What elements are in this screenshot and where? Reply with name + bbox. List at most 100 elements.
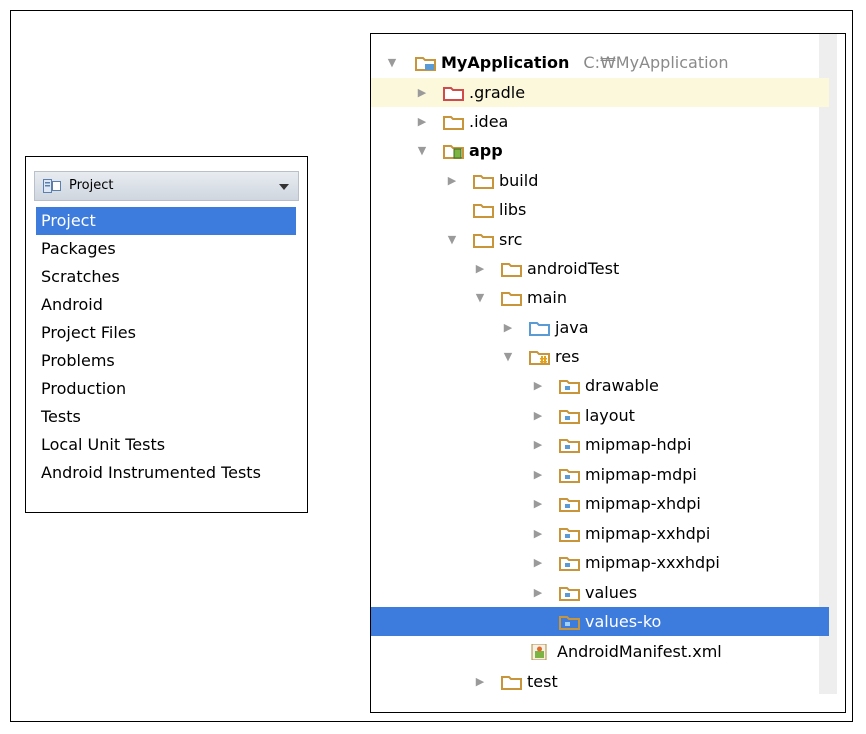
folder-icon	[559, 557, 580, 571]
tree-item-java[interactable]: ▶ java	[371, 313, 829, 342]
view-mode-option-tests[interactable]: Tests	[41, 407, 81, 426]
view-mode-option-project[interactable]: Project	[36, 207, 296, 235]
view-mode-option-problems[interactable]: Problems	[41, 351, 115, 370]
tree-item-androidmanifest[interactable]: AndroidManifest.xml	[371, 637, 829, 666]
collapsed-arrow-icon[interactable]: ▶	[417, 115, 427, 128]
tree-item-res[interactable]: ▼ res	[371, 342, 829, 371]
folder-icon	[559, 469, 580, 483]
tree-item-label: .idea	[469, 112, 509, 131]
tree-item-drawable[interactable]: ▶ drawable	[371, 371, 829, 400]
resource-folder-icon	[529, 351, 550, 365]
tree-item-label: drawable	[585, 376, 659, 395]
folder-icon	[473, 204, 494, 218]
tree-item-label: mipmap-xxxhdpi	[585, 553, 720, 572]
tree-item-values-ko[interactable]: values-ko	[371, 607, 829, 636]
folder-icon	[559, 498, 580, 512]
folder-icon	[559, 587, 580, 601]
view-mode-list: Project Packages Scratches Android Proje…	[36, 207, 296, 487]
view-mode-selector[interactable]: Project	[34, 171, 299, 201]
view-mode-dropdown-panel: Project Project Packages Scratches Andro…	[25, 156, 308, 513]
collapsed-arrow-icon[interactable]: ▶	[533, 379, 543, 392]
tree-item-src[interactable]: ▼ src	[371, 225, 829, 254]
tree-item-mipmap-xxhdpi[interactable]: ▶ mipmap-xxhdpi	[371, 519, 829, 548]
expanded-arrow-icon[interactable]: ▼	[387, 56, 397, 69]
expanded-arrow-icon[interactable]: ▼	[447, 233, 457, 246]
tree-item-label: build	[499, 171, 539, 190]
folder-icon	[559, 528, 580, 542]
collapsed-arrow-icon[interactable]: ▶	[417, 86, 427, 99]
tree-item-label: mipmap-xxhdpi	[585, 524, 711, 543]
tree-item-label: mipmap-xhdpi	[585, 494, 701, 513]
tree-item-label: app	[469, 141, 503, 160]
tree-item-label: libs	[499, 200, 527, 219]
chevron-down-icon[interactable]	[279, 184, 289, 190]
tree-item-idea[interactable]: ▶ .idea	[371, 107, 829, 136]
collapsed-arrow-icon[interactable]: ▶	[533, 438, 543, 451]
folder-icon	[443, 116, 464, 130]
expanded-arrow-icon[interactable]: ▼	[475, 291, 485, 304]
folder-icon	[559, 616, 580, 630]
tree-item-label: AndroidManifest.xml	[557, 642, 722, 661]
vertical-scrollbar[interactable]	[819, 34, 837, 694]
tree-item-label: mipmap-hdpi	[585, 435, 692, 454]
folder-icon	[443, 87, 464, 101]
module-folder-icon	[415, 57, 436, 71]
folder-icon	[473, 234, 494, 248]
folder-icon	[501, 292, 522, 306]
project-view-icon	[43, 179, 61, 193]
tree-item-test[interactable]: ▶ test	[371, 667, 829, 696]
expanded-arrow-icon[interactable]: ▼	[503, 350, 513, 363]
tree-item-label: .gradle	[469, 83, 526, 102]
tree-item-gradle[interactable]: ▶ .gradle	[371, 78, 829, 107]
view-mode-option-local-unit-tests[interactable]: Local Unit Tests	[41, 435, 166, 454]
tree-item-libs[interactable]: libs	[371, 195, 829, 224]
tree-item-label: mipmap-mdpi	[585, 465, 697, 484]
tree-item-label: values-ko	[585, 612, 662, 631]
tree-item-app[interactable]: ▼ app	[371, 136, 829, 165]
tree-item-mipmap-hdpi[interactable]: ▶ mipmap-hdpi	[371, 430, 829, 459]
collapsed-arrow-icon[interactable]: ▶	[533, 409, 543, 422]
tree-item-label: src	[499, 230, 523, 249]
collapsed-arrow-icon[interactable]: ▶	[475, 262, 485, 275]
collapsed-arrow-icon[interactable]: ▶	[447, 174, 457, 187]
root-path: C:₩MyApplication	[583, 53, 729, 72]
collapsed-arrow-icon[interactable]: ▶	[533, 468, 543, 481]
collapsed-arrow-icon[interactable]: ▶	[533, 586, 543, 599]
android-module-icon	[443, 145, 464, 159]
tree-item-androidtest[interactable]: ▶ androidTest	[371, 254, 829, 283]
tree-item-mipmap-xhdpi[interactable]: ▶ mipmap-xhdpi	[371, 489, 829, 518]
view-mode-option-android[interactable]: Android	[41, 295, 103, 314]
view-mode-option-project-files[interactable]: Project Files	[41, 323, 136, 342]
manifest-file-icon	[531, 644, 547, 660]
view-mode-option-packages[interactable]: Packages	[41, 239, 116, 258]
folder-icon	[559, 439, 580, 453]
view-mode-option-scratches[interactable]: Scratches	[41, 267, 120, 286]
tree-item-mipmap-mdpi[interactable]: ▶ mipmap-mdpi	[371, 460, 829, 489]
folder-icon	[559, 410, 580, 424]
tree-item-label: androidTest	[527, 259, 620, 278]
view-mode-option-production[interactable]: Production	[41, 379, 127, 398]
collapsed-arrow-icon[interactable]: ▶	[503, 321, 513, 334]
view-mode-selected-label: Project	[69, 178, 114, 193]
tree-item-layout[interactable]: ▶ layout	[371, 401, 829, 430]
tree-item-label: test	[527, 672, 558, 691]
tree-item-values[interactable]: ▶ values	[371, 578, 829, 607]
collapsed-arrow-icon[interactable]: ▶	[533, 497, 543, 510]
view-mode-option-android-instrumented-tests[interactable]: Android Instrumented Tests	[41, 463, 261, 482]
collapsed-arrow-icon[interactable]: ▶	[533, 556, 543, 569]
tree-item-main[interactable]: ▼ main	[371, 283, 829, 312]
expanded-arrow-icon[interactable]: ▼	[417, 144, 427, 157]
source-folder-icon	[529, 322, 550, 336]
collapsed-arrow-icon[interactable]: ▶	[475, 675, 485, 688]
folder-icon	[501, 676, 522, 690]
tree-item-build[interactable]: ▶ build	[371, 166, 829, 195]
folder-icon	[559, 380, 580, 394]
tree-item-label: layout	[585, 406, 635, 425]
folder-icon	[501, 263, 522, 277]
tree-item-mipmap-xxxhdpi[interactable]: ▶ mipmap-xxxhdpi	[371, 548, 829, 577]
tree-item-label: main	[527, 288, 567, 307]
collapsed-arrow-icon[interactable]: ▶	[533, 527, 543, 540]
